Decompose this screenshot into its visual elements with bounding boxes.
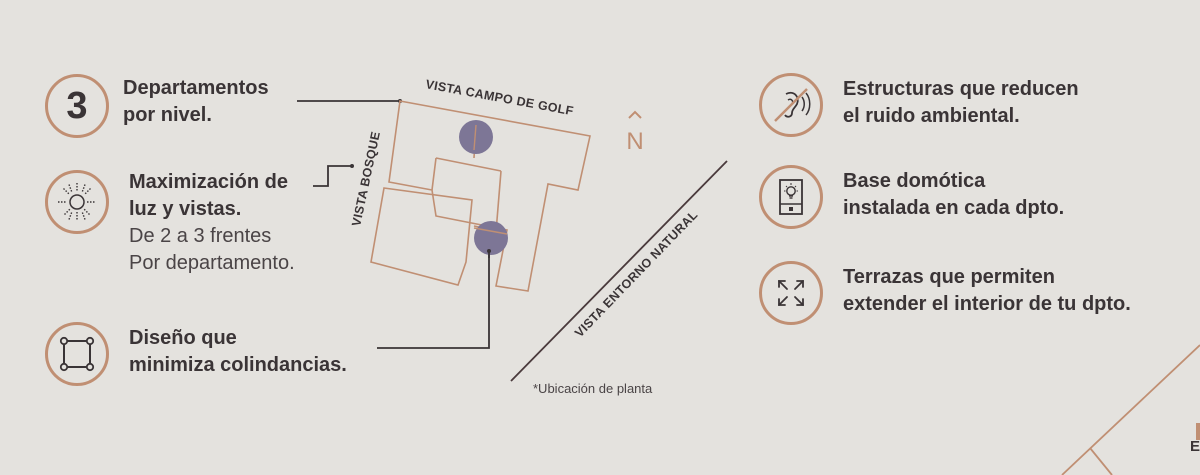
feature-design-boundaries: Diseño que minimiza colindancias. xyxy=(45,322,347,386)
feature-title-line: luz y vistas. xyxy=(129,198,242,220)
feature-detail-line: Por departamento. xyxy=(129,252,295,274)
unit-marker xyxy=(474,221,508,255)
label-golf-view: VISTA CAMPO DE GOLF xyxy=(424,77,574,118)
number-icon: 3 xyxy=(45,74,109,138)
unit-marker xyxy=(459,120,493,154)
feature-smart-home: Base domótica instalada en cada dpto. xyxy=(759,165,1064,229)
north-label: N xyxy=(626,128,643,155)
feature-title-line: Maximización de xyxy=(129,171,288,193)
light-sun-icon xyxy=(45,170,109,234)
corner-letter: E xyxy=(1190,438,1200,455)
feature-title-line: Estructuras que reducen xyxy=(843,78,1079,100)
feature-title-line: Terrazas que permiten xyxy=(843,266,1055,288)
leader-dot xyxy=(487,249,491,253)
square-nodes-icon xyxy=(45,322,109,386)
feature-title-line: Diseño que xyxy=(129,327,237,349)
smart-home-lightbulb-icon xyxy=(759,165,823,229)
feature-title-line: extender el interior de tu dpto. xyxy=(843,293,1131,315)
label-natural-view: VISTA ENTORNO NATURAL xyxy=(572,208,700,340)
expand-arrows-icon xyxy=(759,261,823,325)
feature-title-line: Base domótica xyxy=(843,170,986,192)
corner-decoration xyxy=(1061,344,1200,475)
units-number: 3 xyxy=(66,85,88,127)
label-forest-view: VISTA BOSQUE xyxy=(349,130,383,227)
plan-location-note: *Ubicación de planta xyxy=(533,381,653,396)
feature-detail-line: De 2 a 3 frentes xyxy=(129,225,272,247)
marker-line xyxy=(473,227,508,235)
no-noise-ear-icon xyxy=(759,73,823,137)
feature-title-line: el ruido ambiental. xyxy=(843,105,1020,127)
leader-dot xyxy=(350,164,354,168)
feature-title-line: minimiza colindancias. xyxy=(129,354,347,376)
leader-line-design xyxy=(377,250,490,349)
feature-title-line: instalada en cada dpto. xyxy=(843,197,1065,219)
north-arrow-icon xyxy=(628,110,642,119)
feature-units-per-floor: 3 Departamentos por nivel. xyxy=(45,74,269,138)
leader-line-light xyxy=(313,165,352,187)
feature-terraces: Terrazas que permiten extender el interi… xyxy=(759,261,1131,325)
feature-title-line: Departamentos xyxy=(123,77,269,99)
feature-noise-reduction: Estructuras que reducen el ruido ambient… xyxy=(759,73,1079,137)
marker-line xyxy=(473,124,477,151)
natural-view-line xyxy=(510,160,728,382)
feature-title-line: por nivel. xyxy=(123,104,212,126)
feature-light-views: Maximización de luz y vistas. De 2 a 3 f… xyxy=(45,170,295,277)
